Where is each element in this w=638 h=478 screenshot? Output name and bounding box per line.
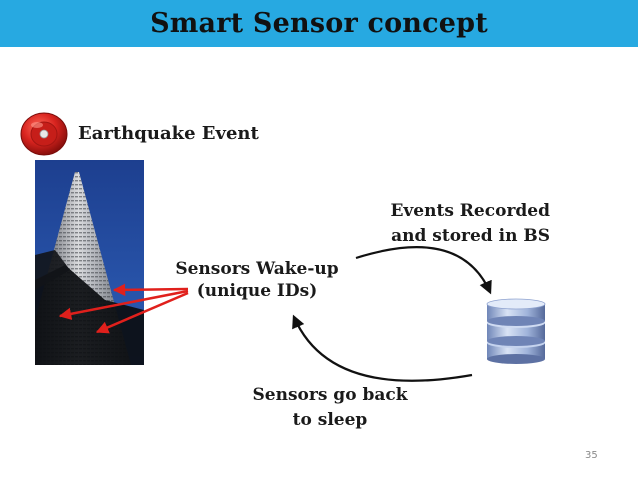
slide-title: Smart Sensor concept	[150, 8, 488, 39]
events-recorded-label: Events Recorded and stored in BS	[388, 200, 550, 247]
sensors-sleep-label: Sensors go back to sleep	[235, 384, 425, 431]
skyscraper-image	[35, 160, 144, 365]
title-bar: Smart Sensor concept	[0, 0, 638, 47]
events-recorded-line-1: Events Recorded	[390, 201, 550, 221]
sensors-wake-label: Sensors Wake-up (unique IDs)	[172, 258, 342, 302]
sensors-wake-line-2: (unique IDs)	[196, 281, 318, 301]
arrow-back-to-sleep	[292, 314, 473, 382]
database-icon	[486, 298, 546, 364]
sensors-sleep-line-2: to sleep	[292, 410, 368, 430]
slide-number: 35	[585, 450, 598, 461]
earthquake-event-label: Earthquake Event	[78, 123, 259, 144]
sensors-wake-line-1: Sensors Wake-up	[175, 259, 339, 279]
sensors-sleep-line-1: Sensors go back	[252, 385, 408, 405]
alarm-bell-icon	[20, 112, 68, 156]
arrow-to-database	[355, 246, 492, 295]
events-recorded-line-2: and stored in BS	[391, 226, 550, 246]
